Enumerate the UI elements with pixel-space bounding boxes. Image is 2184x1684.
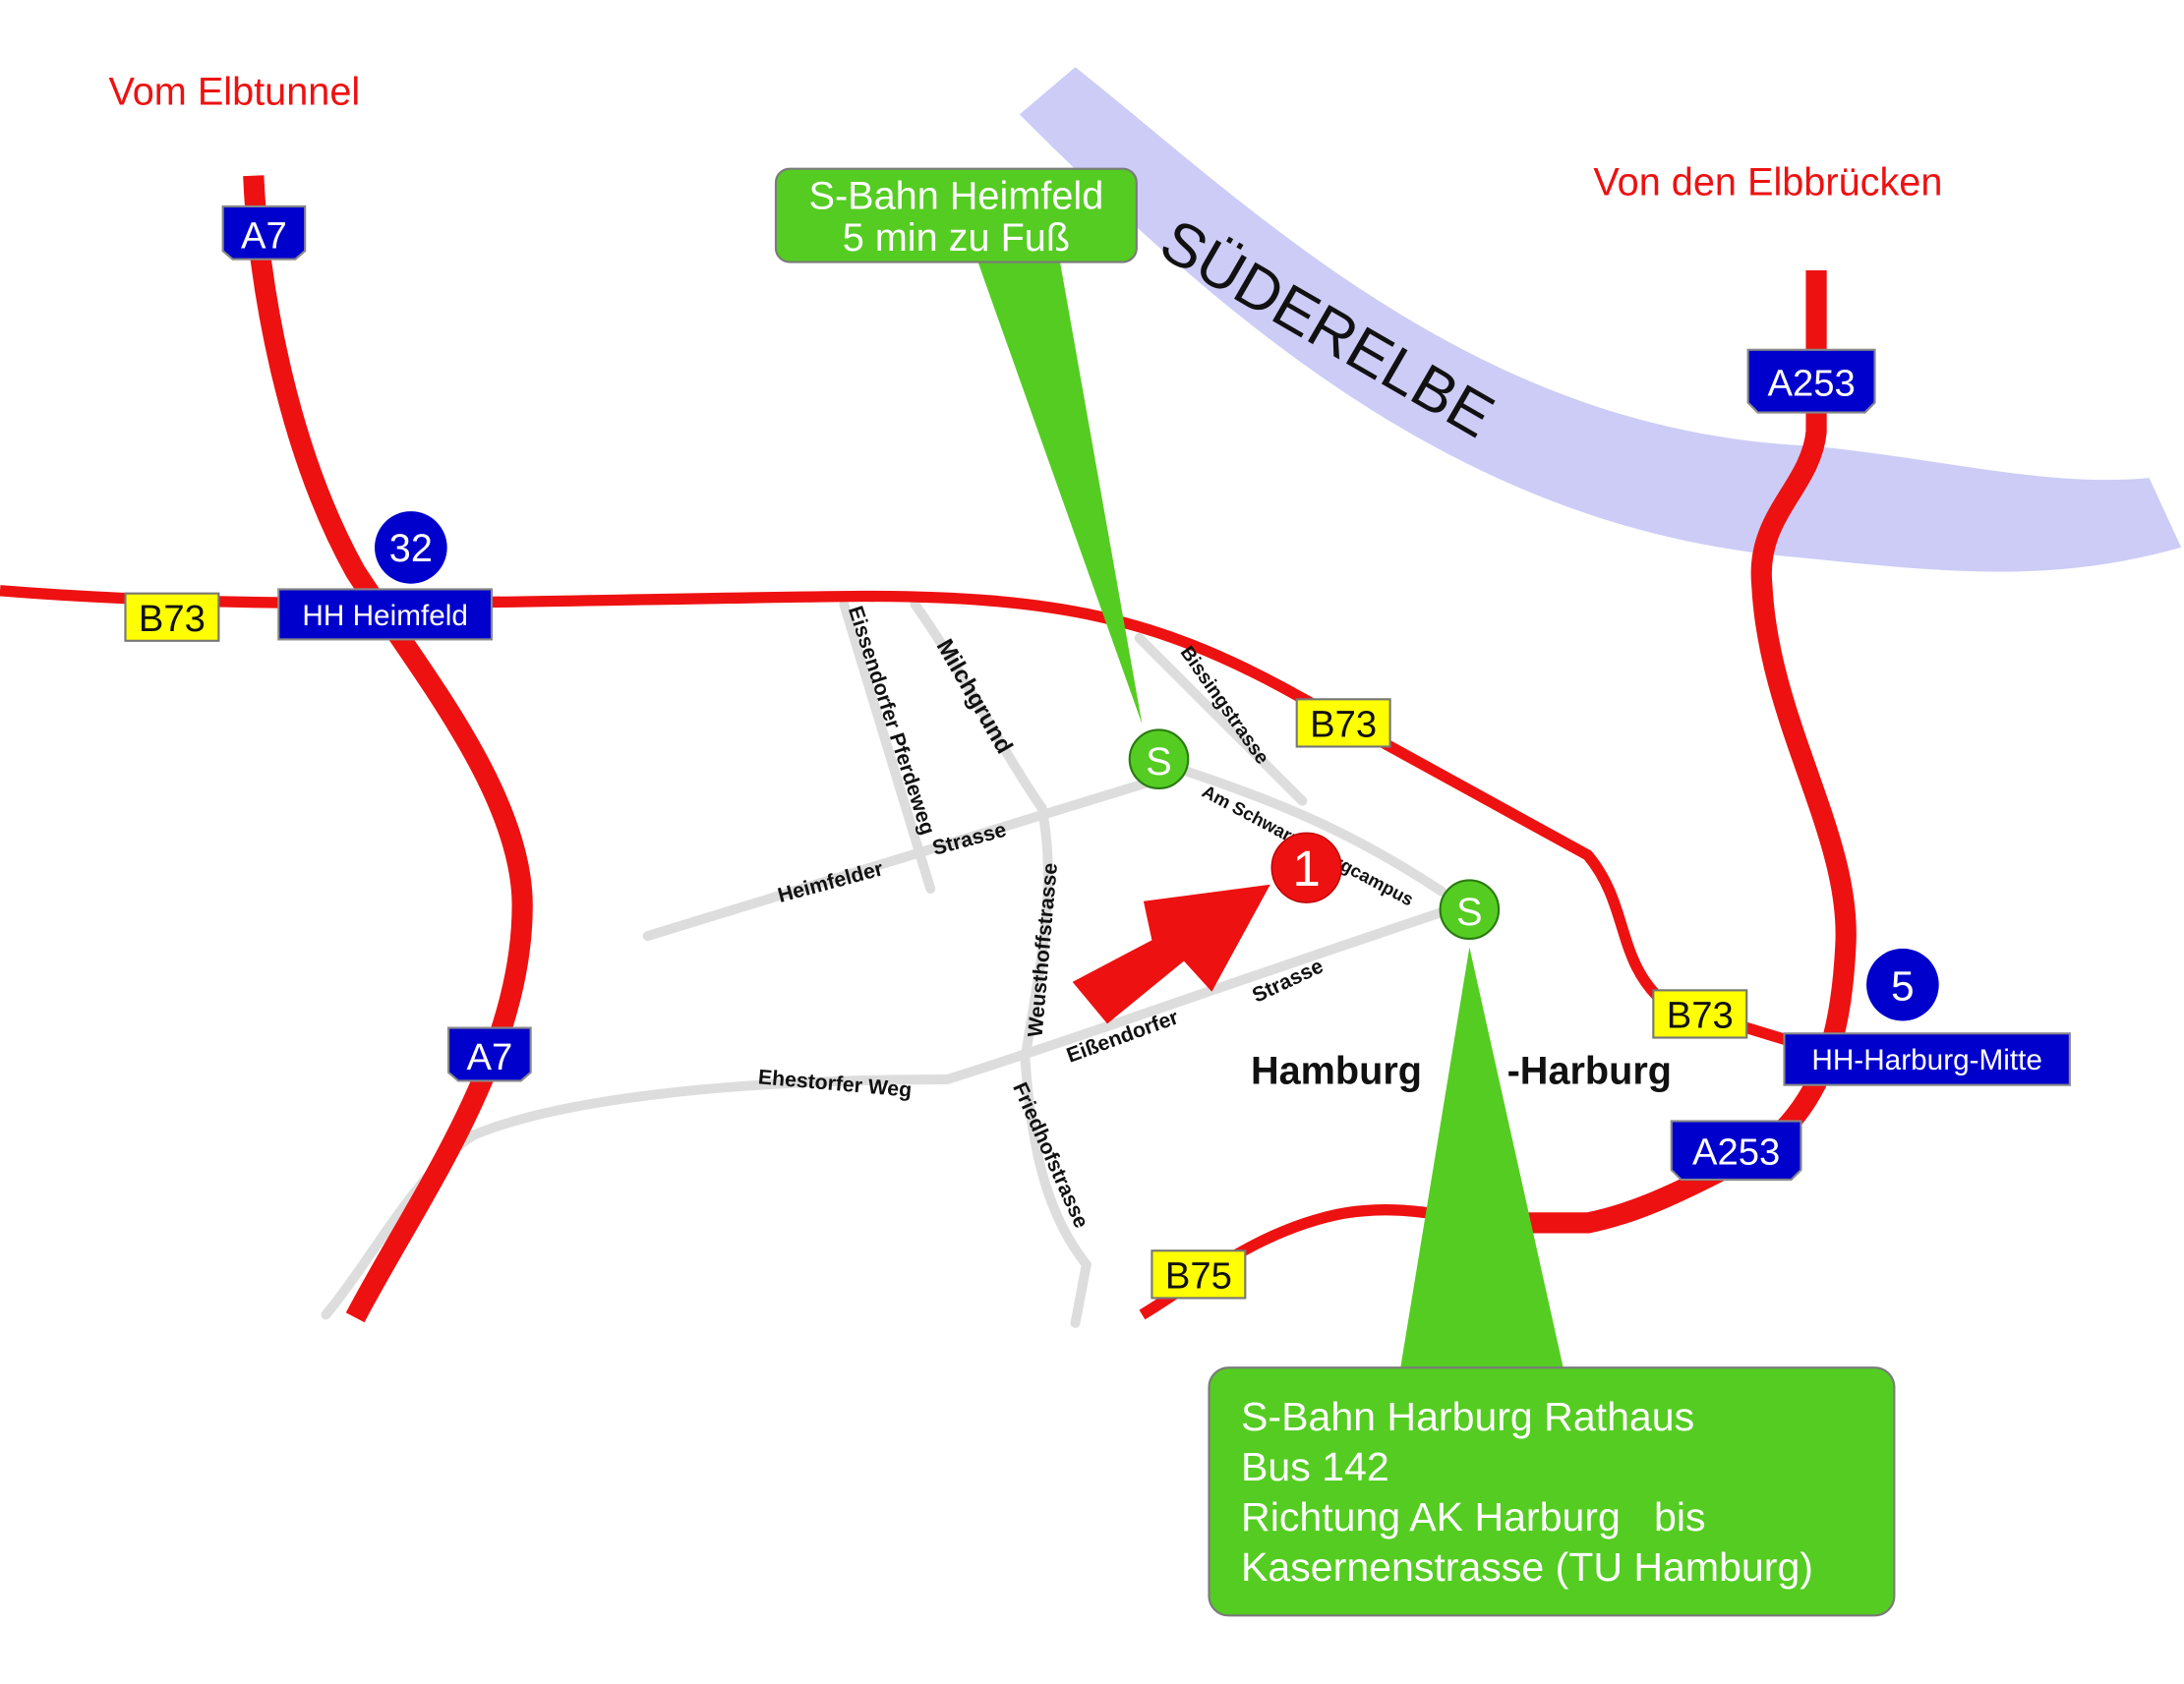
svg-text:S: S	[1146, 740, 1171, 784]
exit-heimfeld-sign: HH Heimfeld	[277, 588, 494, 641]
destination-arrow-icon	[1072, 884, 1270, 1024]
svg-text:A253: A253	[1767, 363, 1855, 405]
callout-heimfeld: S-Bahn Heimfeld 5 min zu Fuß	[774, 167, 1138, 263]
label-ehestorfer-weg: Ehestorfer Weg	[757, 1065, 913, 1102]
callout-heimfeld-pointer	[974, 254, 1143, 725]
sign-b73-west: B73	[124, 592, 220, 642]
street-eissendorfer-strasse	[942, 900, 1468, 1084]
label-milchgrund: Milchgrund	[931, 635, 1018, 759]
direction-elbbruecken: Von den Elbbrücken	[1593, 161, 1942, 204]
exit-number-32: 32	[375, 511, 447, 584]
callout-harburg: S-Bahn Harburg Rathaus Bus 142 Richtung …	[1208, 1366, 1896, 1617]
sign-b73-east: B73	[1652, 989, 1748, 1039]
sbahn-station-harburg-rathaus: S	[1439, 879, 1501, 941]
callout-harburg-line-1: S-Bahn Harburg Rathaus	[1241, 1394, 1694, 1439]
label-weusthoffstrasse: Weusthoffstrasse	[1024, 862, 1062, 1038]
destination-marker: 1	[1270, 832, 1342, 903]
callout-heimfeld-line-2: 5 min zu Fuß	[843, 216, 1070, 260]
district-label-harburg: -Harburg	[1507, 1049, 1672, 1092]
callout-harburg-pointer	[1399, 947, 1564, 1372]
sign-a253-south: A253	[1670, 1120, 1802, 1182]
sign-a7-north: A7	[221, 204, 307, 261]
sign-a253-north: A253	[1746, 348, 1876, 414]
street-am-schwarzenbergcampus	[1157, 758, 1446, 897]
svg-text:1: 1	[1292, 841, 1320, 897]
callout-harburg-line-4: Kasernenstrasse (TU Hamburg)	[1241, 1544, 1813, 1590]
road-a7	[243, 175, 533, 1323]
label-heimfelder: Heimfelder	[775, 856, 885, 907]
direction-elbtunnel: Vom Elbtunnel	[108, 70, 360, 113]
svg-text:B73: B73	[139, 598, 206, 640]
street-milchgrund	[910, 600, 1047, 813]
exit-harburg-mitte-sign: HH-Harburg-Mitte	[1783, 1032, 2071, 1086]
svg-text:A7: A7	[241, 214, 287, 257]
street-labels: Eissendorfer Pferdeweg Milchgrund Bissin…	[757, 603, 1417, 1231]
callout-harburg-line-2: Bus 142	[1241, 1444, 1389, 1489]
svg-text:B73: B73	[1667, 995, 1734, 1037]
district-label-hamburg: Hamburg	[1251, 1049, 1422, 1092]
label-eissendorfer-pferdeweg: Eissendorfer Pferdeweg	[844, 603, 940, 838]
street-ehestorfer-weg	[321, 1074, 953, 1320]
street-weusthoffstrasse	[1020, 802, 1053, 1064]
street-eissendorfer-pferdeweg	[839, 600, 936, 894]
sign-b75: B75	[1151, 1249, 1247, 1300]
sign-a7-south: A7	[447, 1026, 532, 1082]
svg-text:A253: A253	[1692, 1131, 1780, 1173]
callout-heimfeld-line-1: S-Bahn Heimfeld	[809, 175, 1104, 218]
street-friedhofstrasse	[1020, 1053, 1092, 1328]
svg-text:A7: A7	[466, 1036, 512, 1078]
major-roads	[0, 175, 1857, 1323]
river-suederelbe: SÜDERELBE	[1019, 67, 2182, 572]
street-heimfelder-strasse	[642, 775, 1161, 942]
sbahn-station-heimfeld: S	[1128, 728, 1190, 790]
sign-b73-mid: B73	[1295, 698, 1391, 748]
svg-text:HH-Harburg-Mitte: HH-Harburg-Mitte	[1811, 1044, 2042, 1076]
svg-text:B73: B73	[1310, 704, 1377, 746]
street-bissingstrasse	[1134, 633, 1308, 806]
callout-harburg-line-3: Richtung AK Harburg bis	[1241, 1494, 1705, 1539]
road-a253	[1497, 270, 1857, 1234]
svg-text:B75: B75	[1165, 1254, 1232, 1297]
minor-streets	[321, 600, 1468, 1328]
river-label: SÜDERELBE	[1150, 206, 1505, 450]
svg-text:32: 32	[389, 527, 433, 570]
svg-text:HH Heimfeld: HH Heimfeld	[302, 600, 468, 632]
svg-text:S: S	[1456, 891, 1482, 934]
svg-text:5: 5	[1891, 963, 1915, 1010]
label-heimfelder-strasse: Strasse	[930, 818, 1010, 860]
exit-number-5: 5	[1866, 948, 1939, 1021]
